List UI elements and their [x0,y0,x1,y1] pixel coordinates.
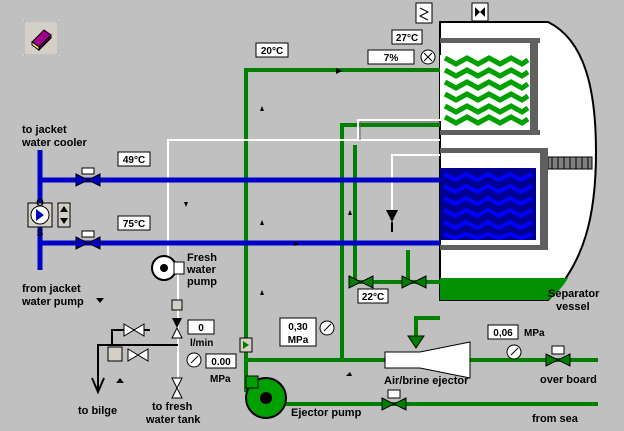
label-to-fresh-water-tank-2: water tank [145,414,201,426]
label-from-jacket-pump-2: water pump [21,296,84,308]
jacket-in-valve[interactable] [75,230,101,250]
vessel-temp-readout: 27°C [391,29,423,45]
svg-text:MPa: MPa [210,374,231,385]
jacket-water-lines [37,150,440,270]
vacuum-gauge-icon [420,49,436,65]
label-to-jacket-cooler-1: to jacket [22,124,67,136]
vacuum-valve-top[interactable] [471,2,489,22]
svg-text:49°C: 49°C [123,155,145,166]
label-from-sea: from sea [532,413,579,425]
sea-inlet-valve[interactable] [381,389,407,411]
brine-valve[interactable] [348,275,374,289]
flow-arrows [96,68,352,383]
svg-text:MPa: MPa [288,335,309,346]
svg-text:27°C: 27°C [396,33,418,44]
separator-gauge-icon [506,344,522,360]
condenser-tube-bundle [440,55,530,126]
ejector-bypass-valve[interactable] [239,337,253,353]
jacket-out-valve[interactable] [75,167,101,187]
fw-pressure-readout: 0.00 MPa [205,353,237,385]
air-brine-ejector [384,335,471,379]
svg-text:20°C: 20°C [261,46,283,57]
feed-valve[interactable] [401,275,427,289]
svg-text:l/min: l/min [190,338,213,349]
label-to-jacket-cooler-2: water cooler [21,137,88,149]
label-from-jacket-pump-1: from jacket [22,283,81,295]
ejector-pressure-readout: 0,30 MPa [279,317,317,347]
label-separator-vessel-1: Separator [548,288,600,300]
valve-spinner[interactable] [57,202,71,228]
label-fresh-water-pump-2: water [186,264,216,276]
switch-label-open: O [36,198,44,209]
label-to-fresh-water-tank-1: to fresh [152,401,193,413]
jacket-in-temp-readout: 75°C [117,215,151,231]
jacket-out-temp-readout: 49°C [117,151,151,167]
ejector-gauge-icon [319,320,335,336]
label-to-bilge: to bilge [78,405,117,417]
svg-text:0.00: 0.00 [211,357,231,368]
label-separator-vessel-2: vessel [556,301,590,313]
separator-pressure-readout: 0,06 MPa [487,324,545,340]
label-over-board: over board [540,374,597,386]
svg-text:0,06: 0,06 [493,328,513,339]
vessel-percent-readout: 7% [367,49,415,65]
heater-tube-bundle [440,168,536,241]
safety-valve-top[interactable] [415,2,433,24]
label-fresh-water-pump-3: pump [187,276,217,288]
fw-outlet-valves[interactable] [171,299,183,399]
switch-label-closed: S [37,228,44,239]
svg-text:22°C: 22°C [362,292,384,303]
menu-book-button[interactable] [23,20,59,56]
bilge-valves[interactable] [91,323,178,395]
label-ejector: Air/brine ejector [384,375,469,387]
svg-text:7%: 7% [384,53,399,64]
ejector-pump[interactable] [245,375,287,419]
fresh-line-valve[interactable] [386,210,398,232]
brine-temp-readout: 22°C [357,288,389,304]
fresh-water-pump[interactable] [151,255,185,281]
overboard-valve[interactable] [545,345,571,367]
svg-text:0,30: 0,30 [288,322,308,333]
svg-text:0: 0 [198,323,204,334]
label-ejector-pump: Ejector pump [291,407,362,419]
thermostatic-valve[interactable]: O S [27,198,53,239]
book-icon [31,29,52,52]
top-temp-readout: 20°C [255,42,289,58]
flow-readout: 0 l/min [187,319,215,349]
fw-gauge-icon [186,352,202,368]
label-fresh-water-pump-1: Fresh [187,252,217,264]
svg-text:75°C: 75°C [123,219,145,230]
svg-text:MPa: MPa [524,328,545,339]
